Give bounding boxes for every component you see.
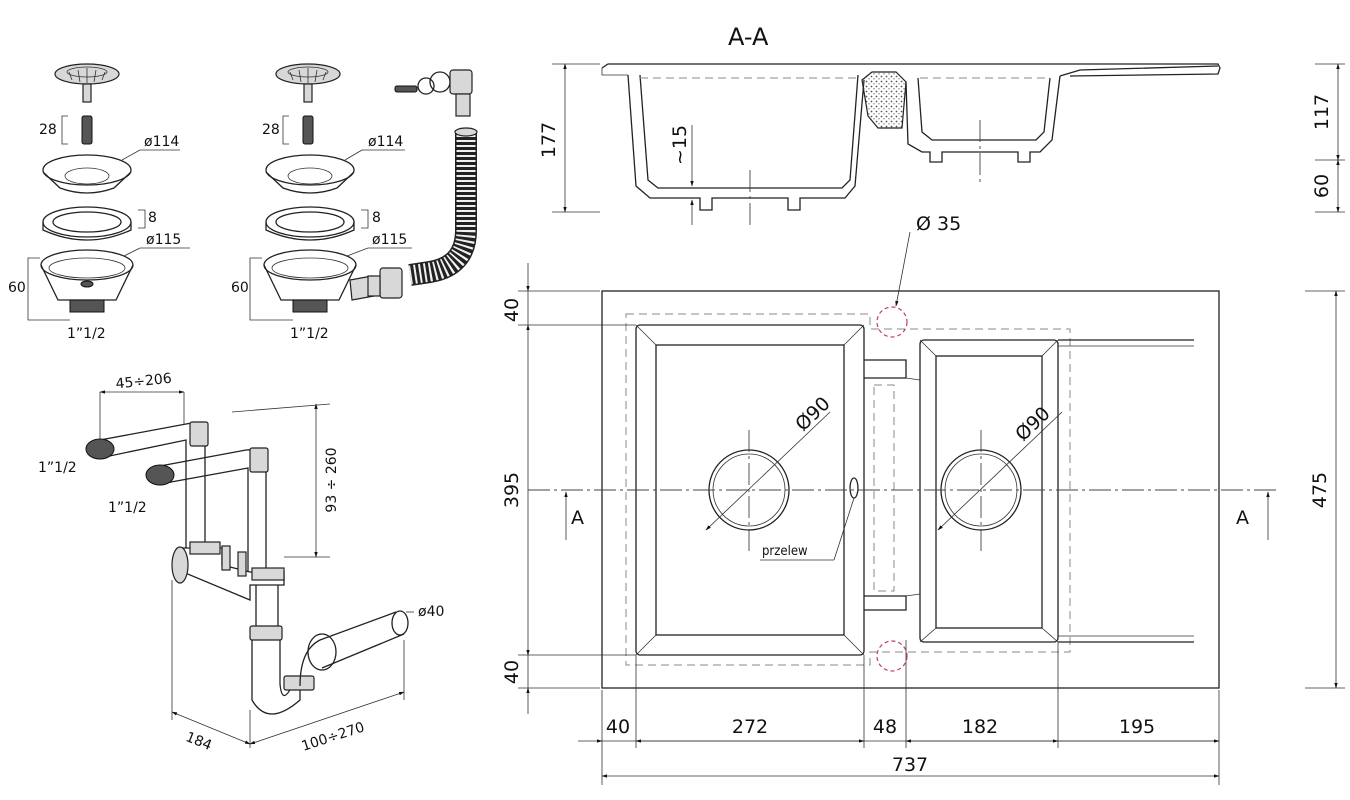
section-title: A-A [728,23,769,51]
bottom-dim-0: 40 [606,716,630,738]
bottom-dim-3: 182 [962,716,998,738]
strainer-single: 28 ø114 8 ø115 60 1”1/2 [8,63,190,342]
section-view: A-A 177 ~15 117 60 [538,23,1345,225]
dim-left-mid: 395 [501,472,523,508]
dim-right-total: 475 [1309,472,1331,508]
strainer2-screw-dim: 28 [262,122,280,138]
sink-outline [601,290,1220,689]
section-mark-left: A [571,507,584,529]
drain-dim-left: Ø90 [791,393,834,436]
bottom-dim-2: 48 [873,716,897,738]
bottom-total: 737 [892,754,928,776]
section-mark-right: A [1236,507,1249,529]
section-wall-dim: ~15 [669,125,691,165]
dim-left-bottom: 40 [501,660,523,684]
dim-left-top: 40 [501,298,523,322]
strainer1-flange-dim: ø114 [144,134,179,150]
siphon-spacing-dim: 45÷206 [115,371,173,393]
tap-hole-top [876,306,908,338]
section-height-dim: 177 [538,122,560,158]
strainer2-basket-dim: ø115 [372,232,407,248]
strainer1-height-dim: 60 [8,280,26,296]
siphon-depth-dim: 184 [183,729,214,754]
section-top-dim: 117 [1311,94,1333,130]
overflow-label: przelew [762,544,808,559]
strainer2-ring-dim: 8 [372,210,381,226]
tap-hole-bottom [876,640,908,672]
section-bottom-dim: 60 [1311,174,1333,198]
overflow-hole [849,477,859,499]
bottom-dim-4: 195 [1119,716,1155,738]
strainer2-thread: 1”1/2 [290,326,329,342]
plan-view: Ø90 Ø90 przelew Ø 35 A A 40 395 40 [501,213,1345,785]
siphon-inlet-2: 1”1/2 [108,500,147,516]
strainer1-thread: 1”1/2 [67,326,106,342]
siphon-inlet-1: 1”1/2 [38,460,77,476]
strainer1-screw-dim: 28 [39,122,57,138]
tap-hole-dim: Ø 35 [916,213,961,235]
strainer2-flange-dim: ø114 [368,134,403,150]
siphon-vertical-dim: 93 ÷ 260 [324,447,340,512]
siphon-outlet-dim: ø40 [418,604,444,620]
siphon-reach-dim: 100÷270 [300,719,367,754]
bottom-dim-1: 272 [732,716,768,738]
siphon-assembly: 45÷206 93 ÷ 260 1”1/2 1”1/2 ø40 [38,371,444,755]
strainer1-basket-dim: ø115 [146,232,181,248]
strainer2-height-dim: 60 [231,280,249,296]
strainer1-ring-dim: 8 [148,210,157,226]
drain-dim-right: Ø90 [1011,403,1054,446]
strainer-overflow: 28 ø114 8 ø115 60 1”1/2 [231,63,478,342]
